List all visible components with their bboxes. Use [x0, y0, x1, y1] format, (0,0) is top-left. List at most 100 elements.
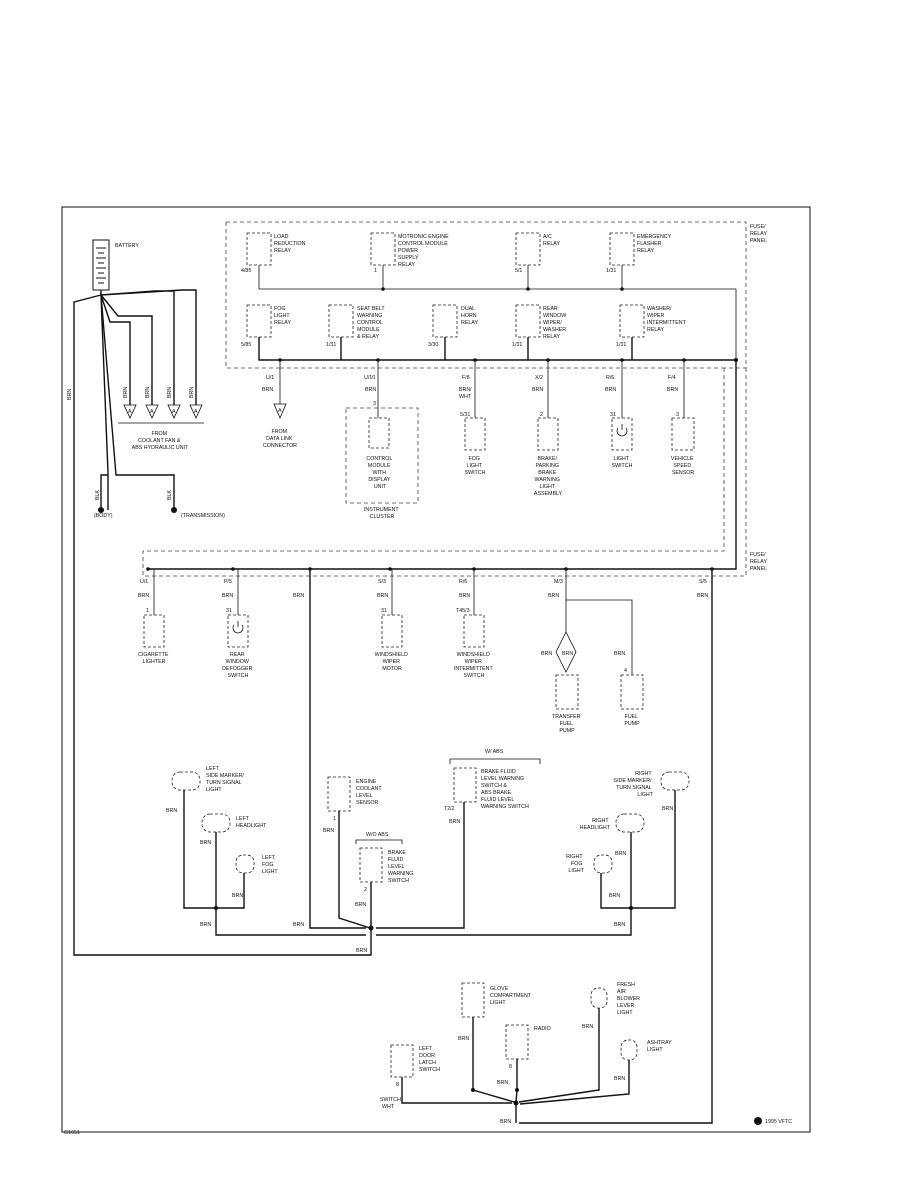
row1-dots — [278, 358, 686, 362]
seat-belt-relay-pin: 1/31 — [326, 342, 336, 348]
radio-pin: 8 — [509, 1064, 512, 1070]
junction-dot — [526, 287, 530, 291]
right-junction-wire: BRN — [614, 922, 625, 928]
brake-fluid-abs-label: BRAKE FLUID LEVEL WARNING SWITCH & ABS B… — [481, 769, 529, 810]
right-headlight-symbol — [615, 813, 645, 833]
wiper-motor-wire: BRN — [377, 593, 388, 599]
internal-ground-bus — [258, 337, 736, 361]
rear-defogger-wire: BRN — [222, 593, 233, 599]
coolant-sensor-wiring — [338, 811, 371, 929]
data-link-label: FROM DATA LINK CONNECTOR — [263, 429, 297, 449]
ashtray-light-symbol — [620, 1039, 638, 1061]
rear-washer-relay-pin: 1/31 — [512, 342, 522, 348]
brake-fluid-abs-wiring — [376, 802, 465, 929]
transfer-pump-conn: M/3 — [554, 579, 563, 585]
washer-wiper-relay-label: WASHER/ WIPER INTERMITTENT RELAY — [647, 306, 687, 333]
center-drop-wire: BRN — [293, 593, 304, 599]
speed-sensor-pin: 3 — [676, 412, 679, 418]
trans-ground-icon — [171, 507, 177, 513]
motronic-relay-label: MOTRONIC ENGINE CONTROL MODULE POWER SUP… — [398, 234, 450, 268]
door-switch-pin: 8 — [396, 1082, 399, 1088]
coolant-sensor-symbol — [327, 776, 351, 812]
right-fog-label: RIGHT FOG LIGHT — [566, 854, 585, 874]
ac-relay-label: A/C RELAY — [543, 234, 560, 247]
brake-fluid-abs-pin: T2/2 — [444, 806, 455, 812]
left-fog-label: LEFT FOG LIGHT — [262, 855, 278, 875]
svg-text:A: A — [194, 409, 198, 415]
brake-fluid-abs-symbol — [453, 767, 477, 803]
rear-defogger-conn: P/5 — [224, 579, 232, 585]
cig-lighter-label: CIGARETTE LIGHTER — [138, 652, 170, 665]
row1-drops — [279, 360, 685, 380]
fuel-pump-label: FUEL PUMP — [624, 714, 640, 727]
coolant-sensor-label: ENGINE COOLANT LEVEL SENSOR — [356, 779, 383, 806]
door-switch-wire: SWITCH WHT — [380, 1097, 402, 1110]
radio-symbol — [505, 1024, 529, 1060]
left-junction-wire: BRN — [200, 922, 211, 928]
fog-switch-wire: BRN/ WHT — [459, 387, 473, 400]
coolant-sensor-wire: BRN — [323, 828, 334, 834]
wiper-motor-symbol — [381, 614, 403, 648]
flasher-relay-symbol — [609, 232, 635, 266]
right-marker-wire: BRN — [662, 806, 673, 812]
body-ground-wire-label: BLK — [95, 490, 101, 500]
copyright-text: 1995 VFTC — [765, 1119, 792, 1125]
fresh-air-light-label: FRESH AIR BLOWER LEVER LIGHT — [617, 982, 641, 1016]
left-marker-symbol — [171, 771, 201, 791]
left-headlight-label: LEFT HEADLIGHT — [236, 816, 267, 829]
wo-abs-label: W/O ABS — [366, 832, 389, 838]
washer-wiper-relay-pin: 1/31 — [616, 342, 626, 348]
svg-text:BRN: BRN — [189, 387, 195, 398]
speed-sensor-wire: BRN — [667, 387, 678, 393]
body-transmission-ground-wires — [100, 474, 108, 510]
coolant-fan-wire-labels: BRN BRN BRN BRN — [123, 387, 195, 398]
left-marker-wire: BRN — [166, 808, 177, 814]
brake-light-label: BRAKE/ PARKING BRAKE WARNING LIGHT ASSEM… — [534, 456, 563, 497]
battery-main-wire-label: BRN — [67, 389, 73, 400]
dual-horn-relay-pin: 3/30 — [428, 342, 438, 348]
transfer-pump-wire-inner: BRN — [562, 651, 573, 657]
right-lights-wiring — [376, 790, 676, 936]
body-ground-icon — [98, 507, 104, 513]
junction-dot — [620, 287, 624, 291]
panel-label-lower: FUSE/ RELAY PANEL — [750, 552, 768, 572]
transfer-pump-wire-left: BRN — [541, 651, 552, 657]
fog-switch-conn: F/8 — [462, 375, 470, 381]
instrument-cluster-label: INSTRUMENT CLUSTER — [364, 507, 400, 520]
right-marker-symbol — [660, 771, 690, 791]
ac-relay-symbol — [515, 232, 541, 266]
wiper-motor-label: WINDSHIELD WIPER MOTOR — [375, 652, 410, 672]
load-reduction-relay-symbol — [246, 232, 272, 266]
ac-relay-pin: 5/1 — [515, 268, 522, 274]
right-drop-wire-line — [519, 569, 713, 1124]
figure-code: G1651 — [64, 1130, 80, 1136]
diagram-border — [61, 206, 811, 1133]
radio-wire: BRN — [497, 1080, 508, 1086]
flasher-relay-label: EMERGENCY FLASHER RELAY — [637, 234, 673, 254]
panel-right-bus — [148, 360, 737, 570]
right-drop-conn: S/5 — [699, 579, 707, 585]
light-switch-icon — [616, 424, 628, 437]
transfer-pump-symbol — [555, 674, 579, 710]
motronic-relay-pin: 1 — [374, 268, 377, 274]
junction-dot — [214, 906, 218, 910]
control-module-conn: U/10 — [364, 375, 375, 381]
fog-light-relay-pin: 5/85 — [241, 342, 251, 348]
fuel-pump-wire: BRN — [614, 651, 625, 657]
fuel-pump-pin: 4 — [624, 668, 627, 674]
brake-light-conn: X/2 — [535, 375, 543, 381]
light-switch-symbol — [611, 417, 633, 451]
load-reduction-relay-label: LOAD REDUCTION RELAY — [274, 234, 307, 254]
center-drop-wire-line — [309, 569, 366, 929]
left-fog-wire: BRN — [232, 893, 243, 899]
body-ground-label: (BODY) — [94, 513, 113, 519]
junction-dot — [515, 1088, 519, 1092]
right-headlight-wire: BRN — [615, 851, 626, 857]
center-bottom-wire: BRN — [356, 948, 367, 954]
right-drop-wire: BRN — [697, 593, 708, 599]
battery-plates — [96, 247, 106, 284]
fog-light-relay-symbol — [246, 304, 272, 338]
svg-text:A: A — [128, 409, 132, 415]
radio-label: RADIO — [534, 1026, 551, 1032]
